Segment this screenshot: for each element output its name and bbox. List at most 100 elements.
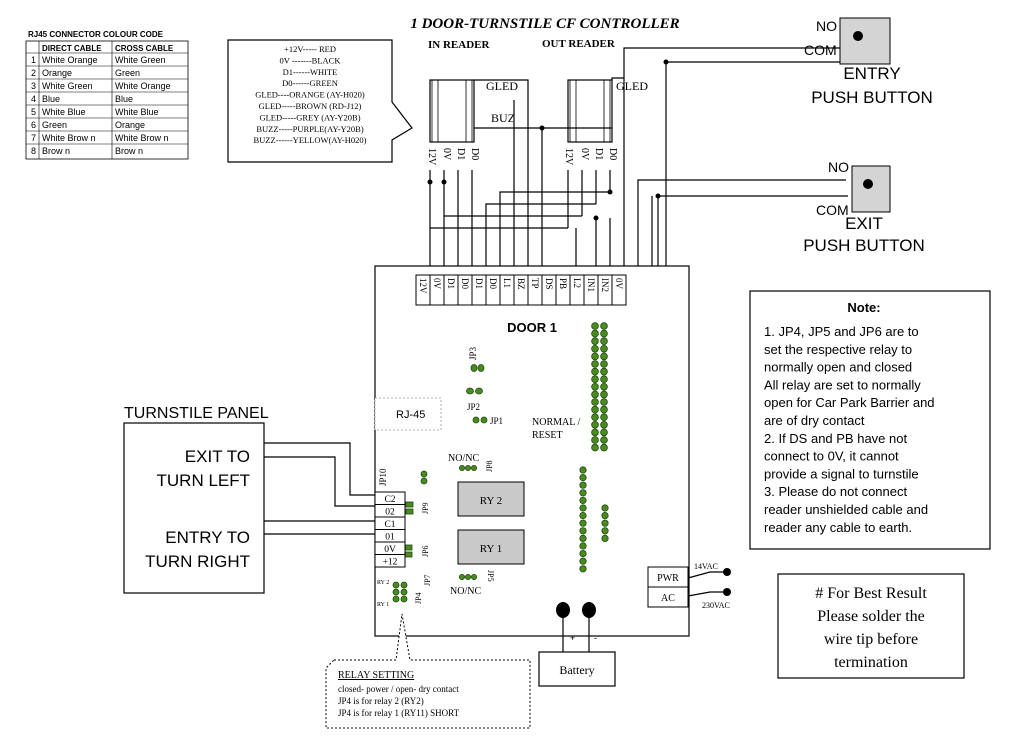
in-reader-label: IN READER	[428, 39, 490, 51]
in-reader	[429, 79, 475, 143]
jumper-pin	[600, 382, 608, 391]
rj45-row-direct: Green	[42, 120, 67, 130]
terminal-label: L1	[502, 278, 512, 288]
voltage-14vac: 14VAC	[694, 562, 718, 571]
terminal-label: IN2	[600, 278, 610, 292]
entry-push-button	[839, 17, 891, 65]
jumper-pin	[579, 466, 587, 474]
rj45-row-cross: Orange	[115, 120, 145, 130]
relay-terminal-cell	[374, 554, 406, 568]
jumper-pin	[601, 504, 609, 512]
jp2-jumper	[466, 387, 483, 395]
note-line: connect to 0V, it cannot	[764, 449, 899, 464]
jumper-pin	[600, 344, 608, 353]
jumper-pin	[579, 557, 587, 565]
jumper-pin	[600, 390, 608, 399]
jumper-pin	[591, 367, 599, 376]
rj45-row-direct: Brow n	[42, 146, 70, 156]
jumper-pin	[601, 534, 609, 543]
relay-ry2	[457, 481, 525, 517]
jumper-pin	[591, 344, 599, 353]
pwr-label: PWR	[657, 573, 679, 584]
ry1-small-label: RY 1	[377, 602, 389, 608]
wire-legend-line: GLED----ORANGE (AY-H020)	[255, 90, 365, 100]
note-title: Note:	[847, 300, 880, 315]
jp4-jp7-jumpers	[392, 581, 408, 603]
turnstile-wires	[264, 442, 375, 535]
terminal-cell	[611, 274, 627, 306]
rj45-colour-table: RJ45 CONNECTOR COLOUR CODE DIRECT CABLE …	[25, 30, 189, 160]
relay-setting-line: JP4 is for relay 2 (RY2)	[338, 696, 424, 706]
relay-terminal-label: +12	[383, 558, 398, 568]
tip-line: Please solder the	[817, 608, 925, 625]
note-line: reader unshielded cable and	[764, 502, 928, 517]
rj45-row-cross: White Brow n	[115, 133, 169, 143]
relay-setting-title: RELAY SETTING	[338, 670, 414, 681]
turnstile-entry-line1: ENTRY TO	[165, 528, 250, 547]
in-reader-pin-label: 0V	[441, 148, 452, 161]
jumper-pin	[591, 382, 599, 391]
jp6-label: JP6	[421, 545, 430, 557]
jumper-pin	[601, 519, 609, 527]
jp9-label: JP9	[421, 502, 430, 514]
relay-terminal-label: C1	[384, 520, 395, 530]
jumper-pin	[591, 322, 599, 330]
jumper-pin	[591, 398, 599, 406]
jumper-column-lower	[579, 466, 609, 573]
relay-setting-line: JP4 is for relay 1 (RY11) SHORT	[338, 708, 460, 718]
turnstile-entry-line2: TURN RIGHT	[145, 552, 250, 571]
exit-button-line2: PUSH BUTTON	[803, 236, 925, 255]
in-reader-pin-label: D0	[469, 148, 480, 160]
jp3-label: JP3	[468, 346, 478, 360]
jumper-pin	[600, 443, 608, 452]
out-reader	[567, 79, 613, 143]
jp7-label: JP7	[423, 574, 432, 586]
jumper-pin	[579, 504, 587, 512]
exit-push-button	[851, 165, 891, 213]
jumper-pin	[600, 375, 608, 384]
battery-leads	[556, 602, 596, 652]
terminal-label: D0	[460, 278, 470, 289]
wire-legend-line: +12V----- RED	[284, 44, 336, 54]
jumper-pin	[579, 542, 587, 550]
jumper-pin	[591, 413, 599, 422]
jumper-pin	[579, 496, 587, 504]
rj45-row-direct: White Brow n	[42, 133, 96, 143]
voltage-230vac: 230VAC	[702, 601, 730, 610]
power-wires	[687, 568, 731, 597]
jumper-pin	[591, 360, 599, 368]
jumper-pin	[600, 360, 608, 368]
jumper-pin	[579, 527, 587, 535]
wire-legend-line: BUZZ-----PURPLE(AY-Y20B)	[256, 124, 364, 134]
jumper-pin	[600, 420, 608, 429]
battery-plus: +	[570, 633, 575, 643]
out-reader-pin-label: D0	[607, 148, 618, 160]
exit-no-label: NO	[828, 159, 849, 175]
wire-legend-line: GLED-----BROWN (RD-J12)	[259, 101, 362, 111]
jp8-jumper	[458, 464, 477, 471]
jp8-label: JP8	[485, 460, 494, 472]
rj45-row-cross: White Blue	[115, 107, 159, 117]
diagram-title: 1 DOOR-TURNSTILE CF CONTROLLER	[410, 16, 679, 32]
battery-label: Battery	[559, 663, 594, 677]
rj45-row-cross: Green	[115, 68, 140, 78]
nonc-top-label: NO/NC	[448, 453, 479, 464]
jumper-pin	[579, 511, 587, 520]
note-line: normally open and closed	[764, 360, 912, 375]
out-reader-label: OUT READER	[542, 38, 616, 50]
jumper-pin	[591, 405, 599, 414]
note-line: 2. If DS and PB have not	[764, 431, 907, 446]
terminal-label: 0V	[614, 278, 624, 290]
wire-legend-line: D0------GREEN	[282, 78, 338, 88]
note-line: provide a signal to turnstile	[764, 466, 919, 481]
relay-terminal-label: 01	[385, 533, 395, 543]
rj45-col-cross: CROSS CABLE	[115, 44, 174, 53]
rj45-row-number: 6	[31, 120, 36, 130]
jp2-label: JP2	[467, 402, 480, 412]
